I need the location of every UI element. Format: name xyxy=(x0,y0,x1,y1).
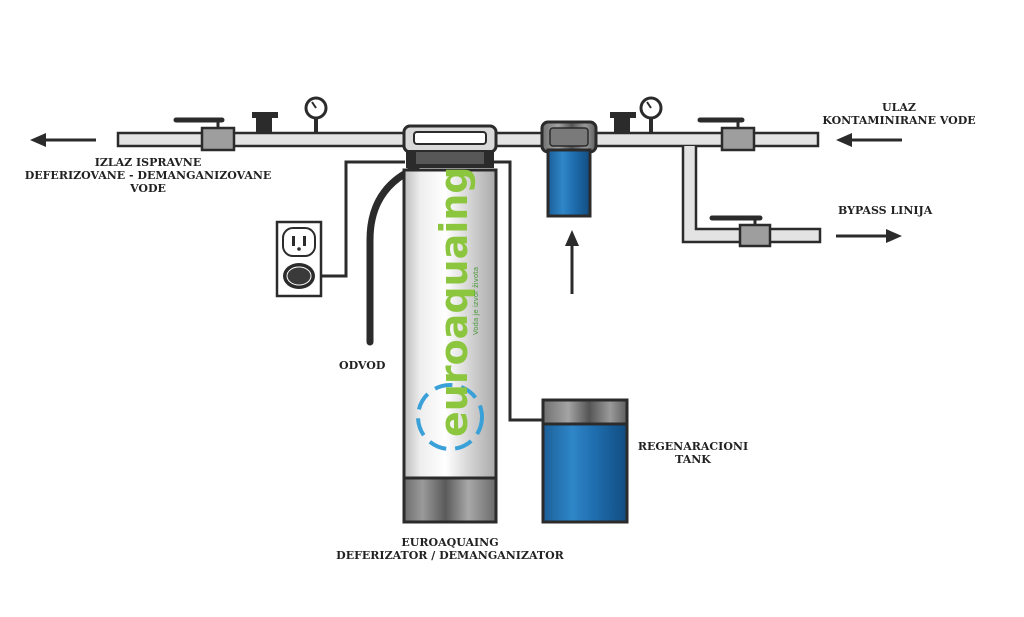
brand-ring-icon xyxy=(416,383,484,451)
unit-label-line-2: DEFERIZATOR / DEMANGANIZATOR xyxy=(336,549,564,562)
deferrization-unit: euroaquaing Voda je izvor života xyxy=(402,124,498,524)
inlet-check-valve xyxy=(610,112,636,133)
regeneration-tank xyxy=(541,398,629,524)
bypass-arrow-icon xyxy=(836,229,902,243)
bypass-pipe xyxy=(681,146,822,244)
outlet-label-line-3: VODE xyxy=(130,182,166,195)
prefilter-flow-arrow-icon xyxy=(565,230,579,294)
outlet-valve xyxy=(173,117,236,152)
outlet-check-valve xyxy=(252,112,278,133)
brand-tagline: Voda je izvor života xyxy=(472,267,480,335)
bypass-valve xyxy=(709,215,772,248)
outlet-label-line-1: IZLAZ ISPRAVNE xyxy=(94,156,202,169)
power-outlet xyxy=(275,220,323,298)
inlet-valve xyxy=(697,117,756,152)
unit-label: EUROAQUAING DEFERIZATOR / DEMANGANIZATOR xyxy=(310,536,590,562)
inlet-label-line-2: KONTAMINIRANE VODE xyxy=(822,114,976,127)
outlet-label: IZLAZ ISPRAVNE DEFERIZOVANE - DEMANGANIZ… xyxy=(8,156,288,195)
inlet-label-line-1: ULAZ xyxy=(882,101,916,114)
power-cable xyxy=(320,160,405,278)
prefilter-housing xyxy=(540,120,598,218)
tank-label-line-2: TANK xyxy=(675,453,711,466)
inlet-label: ULAZ KONTAMINIRANE VODE xyxy=(814,101,984,127)
brand-name: euroaquaing xyxy=(432,167,476,438)
inlet-pressure-gauge xyxy=(639,96,663,133)
outlet-pressure-gauge xyxy=(304,96,328,133)
outlet-label-line-2: DEFERIZOVANE - DEMANGANIZOVANE xyxy=(24,169,272,182)
drain-label: ODVOD xyxy=(339,359,386,372)
outlet-arrow-icon xyxy=(30,133,96,147)
tank-label: REGENARACIONI TANK xyxy=(628,440,758,466)
unit-label-line-1: EUROAQUAING xyxy=(401,536,499,549)
tank-label-line-1: REGENARACIONI xyxy=(637,440,749,453)
inlet-arrow-icon xyxy=(836,133,902,147)
bypass-label: BYPASS LINIJA xyxy=(838,204,933,217)
brine-line xyxy=(490,160,545,422)
